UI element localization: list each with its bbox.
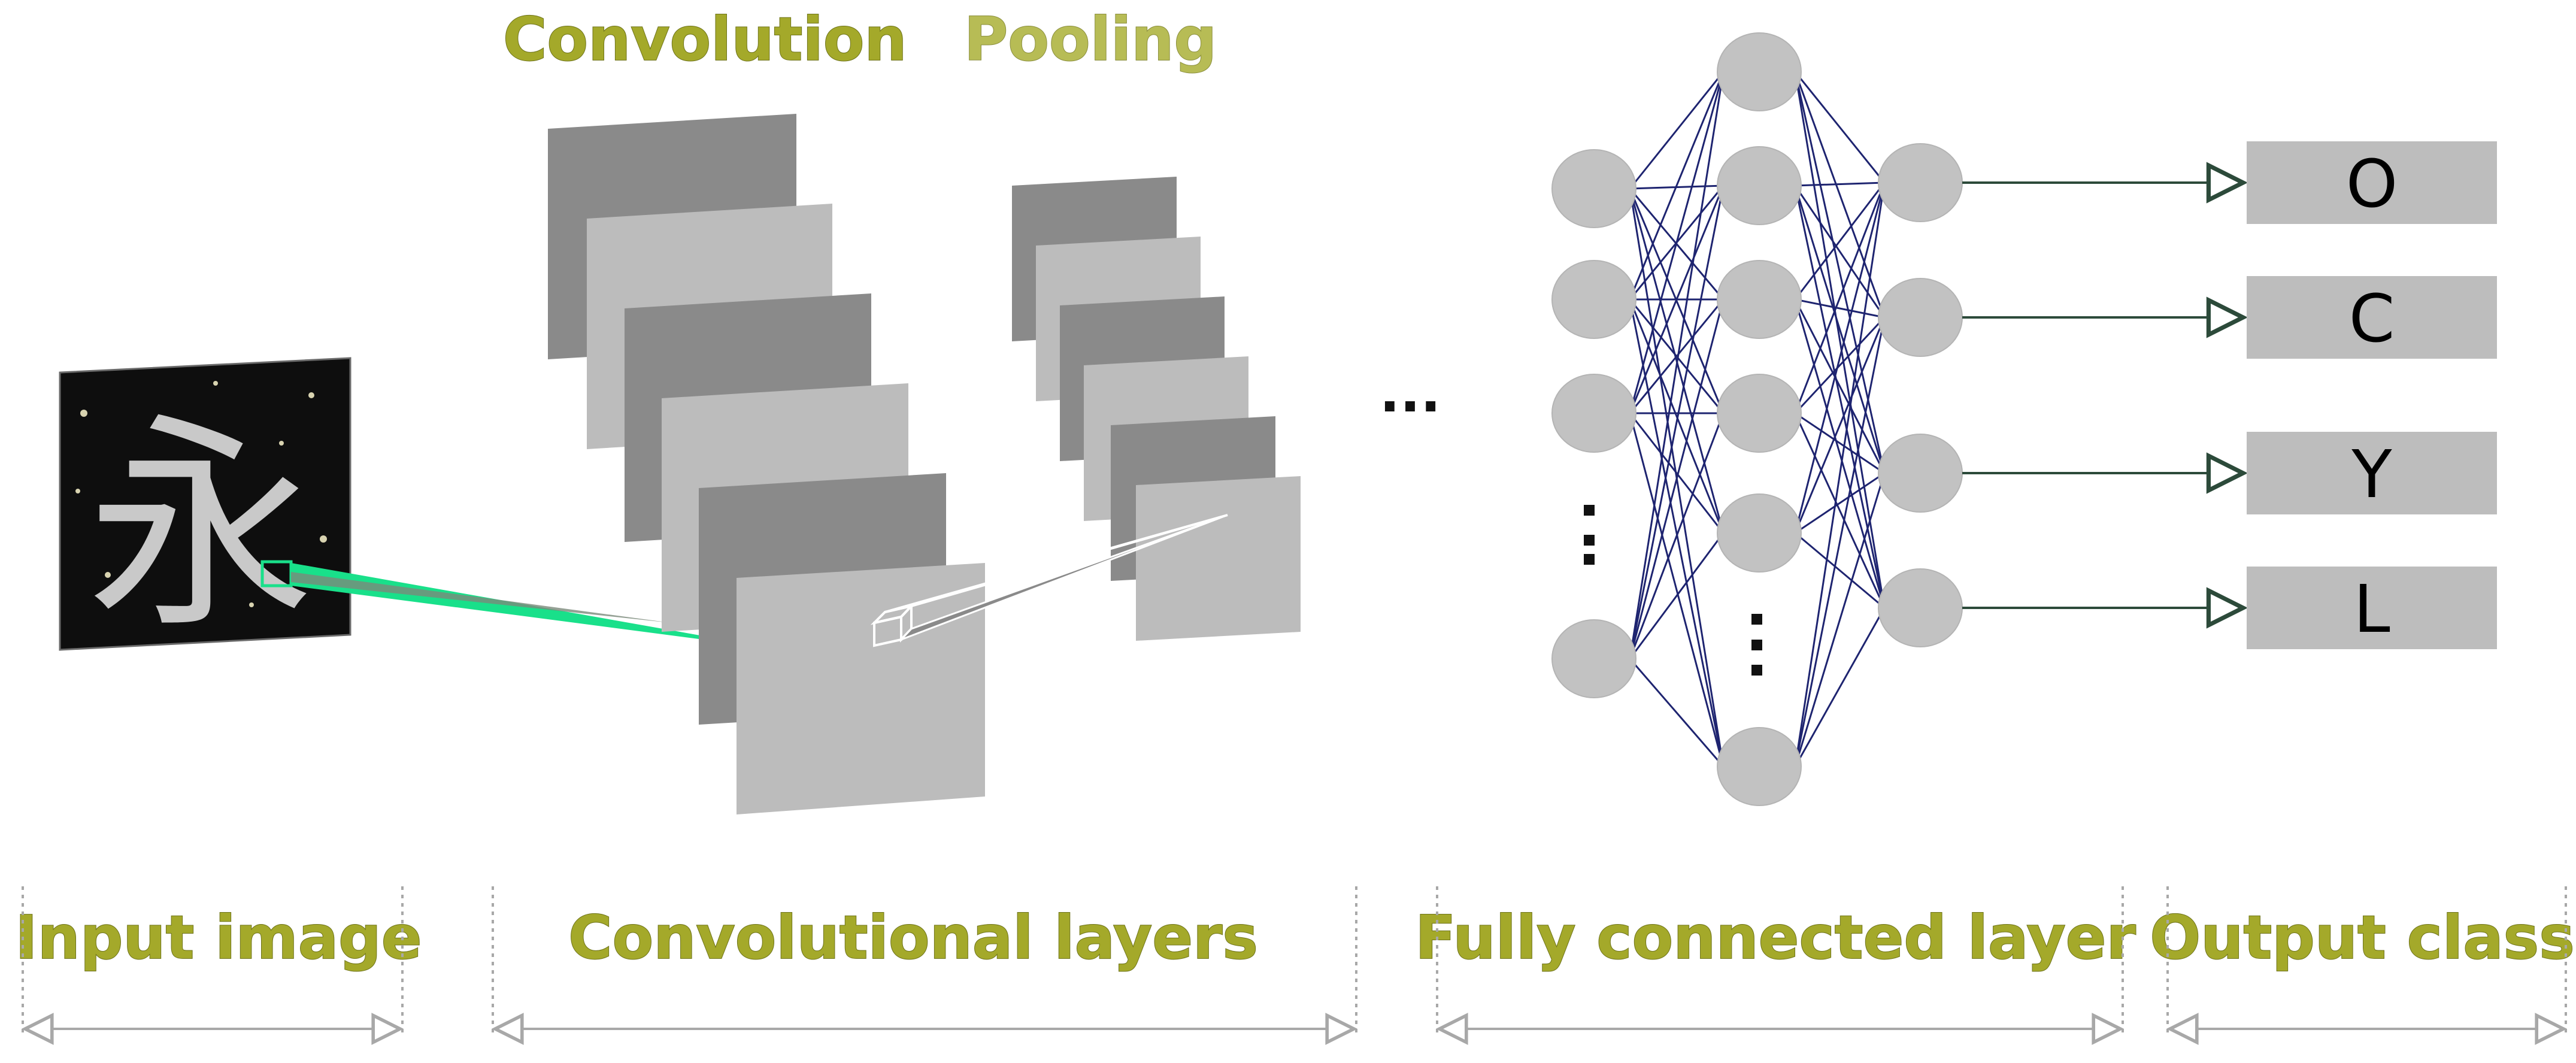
fc-connection <box>1794 185 1886 474</box>
fc-connection <box>1794 299 1886 608</box>
convolution-label: Convolution <box>503 4 907 74</box>
output-class-label: O <box>2346 146 2398 222</box>
fc-connection <box>1629 299 1725 414</box>
output-classes: OC YL <box>1962 141 2497 649</box>
neuron-layer2 <box>1717 32 1802 111</box>
fc-connection <box>1795 181 1885 187</box>
input-character: 永 <box>87 393 314 659</box>
convolution-feature-maps <box>548 114 985 814</box>
pooling-label: Pooling <box>964 4 1217 74</box>
section-label-output-class: Output class <box>2150 903 2574 973</box>
fc-connection <box>1795 412 1885 474</box>
fc-connection <box>1629 299 1725 659</box>
fc-connection <box>1794 182 1886 534</box>
fc-connection <box>1629 413 1725 659</box>
fc-connection <box>1794 317 1886 767</box>
neuron-layer2 <box>1717 493 1802 573</box>
neuron-layer1 <box>1551 260 1636 339</box>
pooling-window <box>870 514 1228 647</box>
fc-connection <box>1629 658 1725 767</box>
fc-connection <box>1794 182 1886 767</box>
output-class-box <box>2247 432 2497 514</box>
fc-connection <box>1794 182 1886 414</box>
neuron-layer3 <box>1878 143 1963 222</box>
neuron-layer2 <box>1717 260 1802 339</box>
fc-connection <box>1629 532 1725 659</box>
fc-connection <box>1629 185 1725 414</box>
fc-connection <box>1794 182 1886 300</box>
pooling-feature-maps <box>1012 177 1301 641</box>
fc-connection <box>1795 472 1885 534</box>
fc-connection <box>1794 413 1886 608</box>
fc-connection <box>1794 473 1886 767</box>
fc-connection <box>1629 185 1725 659</box>
section-brackets <box>22 886 2567 1036</box>
output-class-label: Y <box>2351 436 2392 513</box>
section-label-input-image: Input image <box>15 903 422 973</box>
fc-connection <box>1629 299 1725 534</box>
fc-connection <box>1629 71 1725 300</box>
neuron-layer3 <box>1878 278 1963 357</box>
vertical-ellipsis-layer1 <box>1584 505 1595 565</box>
neuron-layer3 <box>1878 568 1963 647</box>
fc-connection <box>1794 71 1886 608</box>
fc-connection <box>1629 413 1725 534</box>
output-class-label: C <box>2349 280 2395 357</box>
fc-connection <box>1629 71 1725 189</box>
neuron-layer2 <box>1717 727 1802 806</box>
fc-connection <box>1629 413 1725 767</box>
section-label-convolutional-layers: Convolutional layers <box>568 903 1258 973</box>
fc-connection <box>1794 316 1886 414</box>
neuron-layer2 <box>1717 374 1802 453</box>
fc-connection <box>1795 532 1885 609</box>
output-class-box <box>2247 567 2497 649</box>
fully-connected-connections <box>1629 71 1886 767</box>
neuron-layer1 <box>1551 374 1636 453</box>
fc-connection <box>1794 71 1886 183</box>
fully-connected-neurons <box>1551 32 1963 806</box>
vertical-ellipsis-layer2 <box>1751 614 1762 676</box>
fc-connection <box>1794 317 1886 534</box>
neuron-layer3 <box>1878 434 1963 513</box>
pool-map-6 <box>1136 476 1301 641</box>
fc-connection <box>1794 185 1886 608</box>
fc-connection <box>1629 71 1725 414</box>
neuron-layer1 <box>1551 619 1636 698</box>
fc-connection <box>1795 298 1885 319</box>
neuron-layer2 <box>1717 146 1802 225</box>
fc-connection <box>1629 71 1725 659</box>
input-image: 永 <box>59 357 351 659</box>
fc-connection <box>1794 71 1886 474</box>
section-label-fully-connected-layer: Fully connected layer <box>1415 903 2136 973</box>
conv-map-6 <box>737 563 985 814</box>
output-class-box <box>2247 141 2497 224</box>
fc-connection <box>1794 299 1886 474</box>
fc-connection <box>1794 607 1886 767</box>
output-class-label: L <box>2353 571 2390 647</box>
stage-ellipsis: ··· <box>1380 375 1441 438</box>
neuron-layer1 <box>1551 149 1636 228</box>
output-class-box <box>2247 276 2497 359</box>
fc-connection <box>1794 185 1886 318</box>
